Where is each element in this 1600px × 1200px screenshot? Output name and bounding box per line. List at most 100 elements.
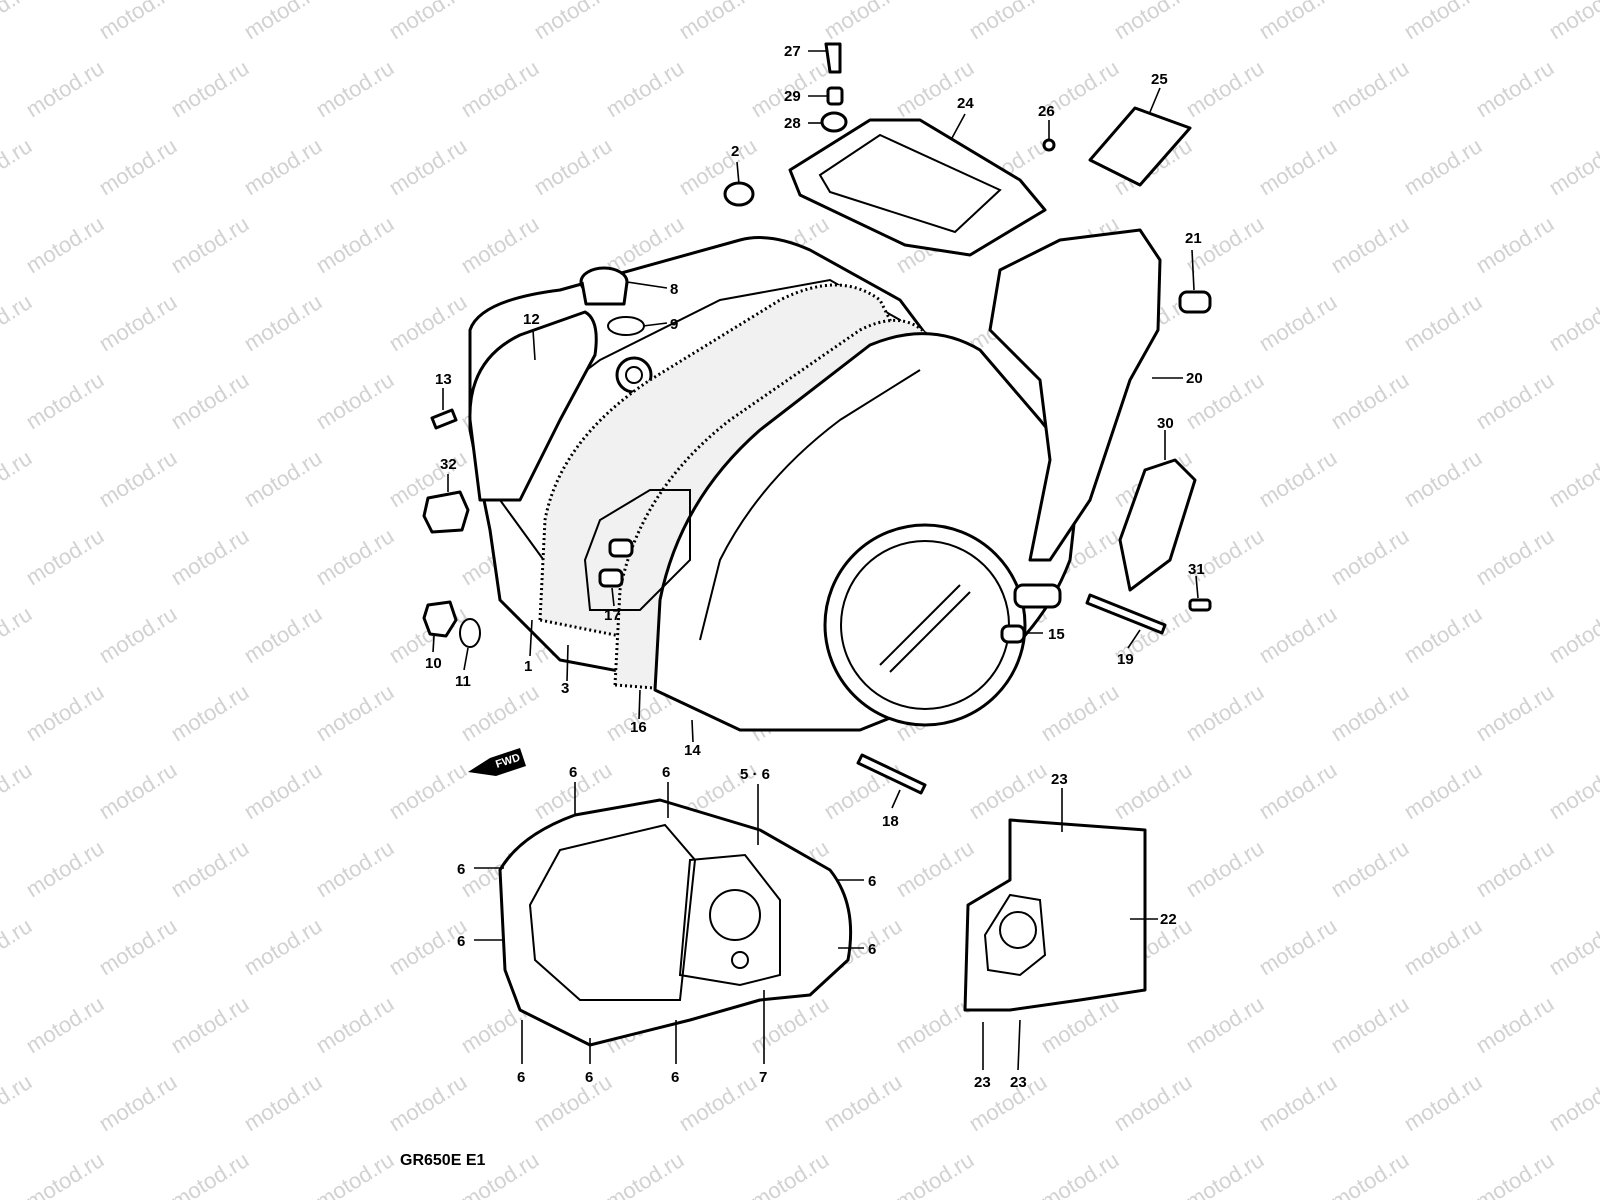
watermark-text: motod.ru <box>166 991 253 1058</box>
watermark-text: motod.ru <box>1181 679 1268 746</box>
watermark-text: motod.ru <box>1399 133 1486 200</box>
watermark-text: motod.ru <box>674 0 761 44</box>
callout-6-left-upper: 6 <box>457 861 465 878</box>
callout-32: 32 <box>440 456 457 473</box>
watermark-text: motod.ru <box>529 0 616 44</box>
callout-30: 30 <box>1157 415 1174 432</box>
callout-16: 16 <box>630 719 647 736</box>
watermark-text: motod.ru <box>819 0 906 44</box>
watermark-text: motod.ru <box>0 1069 36 1136</box>
callout-29: 29 <box>784 88 801 105</box>
watermark-text: motod.ru <box>94 0 181 44</box>
watermark-text: motod.ru <box>1399 601 1486 668</box>
callout-23-top: 23 <box>1051 771 1068 788</box>
watermark-text: motod.ru <box>311 679 398 746</box>
callout-5-6: 5 · 6 <box>740 766 770 783</box>
callout-6-right-upper: 6 <box>868 873 876 890</box>
watermark-text: motod.ru <box>384 1069 471 1136</box>
generator-cover-round <box>823 523 1027 727</box>
watermark-text: motod.ru <box>311 1147 398 1200</box>
callout-3: 3 <box>561 680 569 697</box>
watermark-text: motod.ru <box>1326 367 1413 434</box>
bolt-part-13 <box>430 408 458 430</box>
watermark-text: motod.ru <box>1544 133 1600 200</box>
callout-8: 8 <box>670 281 678 298</box>
washer-part-11 <box>459 618 481 648</box>
watermark-text: motod.ru <box>166 523 253 590</box>
plug-part-2 <box>723 181 755 207</box>
callout-13: 13 <box>435 371 452 388</box>
watermark-text: motod.ru <box>891 1147 978 1200</box>
watermark-text: motod.ru <box>0 0 36 44</box>
watermark-text: motod.ru <box>529 1069 616 1136</box>
filler-boss-hole <box>625 366 643 384</box>
watermark-text: motod.ru <box>239 133 326 200</box>
dowel-part-21 <box>1178 290 1212 314</box>
callout-23-bottom-right: 23 <box>1010 1074 1027 1091</box>
watermark-text: motod.ru <box>601 1147 688 1200</box>
callout-15: 15 <box>1048 626 1065 643</box>
callout-6-bottom-1: 6 <box>517 1069 525 1086</box>
callout-23-bottom-left: 23 <box>974 1074 991 1091</box>
dowel-pin-part-17-b <box>598 568 624 588</box>
dowel-pin-part-17-a <box>608 538 634 558</box>
watermark-text: motod.ru <box>0 601 36 668</box>
watermark-text: motod.ru <box>1326 211 1413 278</box>
watermark-text: motod.ru <box>21 835 108 902</box>
watermark-text: motod.ru <box>456 211 543 278</box>
watermark-text: motod.ru <box>1544 289 1600 356</box>
long-bolt-part-18 <box>856 753 927 795</box>
watermark-text: motod.ru <box>746 1147 833 1200</box>
callout-11: 11 <box>455 673 471 690</box>
switch-part-32 <box>422 490 470 534</box>
watermark-text: motod.ru <box>1254 757 1341 824</box>
watermark-text: motod.ru <box>1181 835 1268 902</box>
watermark-text: motod.ru <box>1181 1147 1268 1200</box>
watermark-text: motod.ru <box>311 523 398 590</box>
watermark-text: motod.ru <box>891 835 978 902</box>
watermark-text: motod.ru <box>1254 601 1341 668</box>
bolt-part-27 <box>824 42 842 74</box>
callout-labels: 27 29 28 2 24 26 25 8 9 12 21 20 13 30 3… <box>425 43 1205 1091</box>
watermark-text: motod.ru <box>311 55 398 122</box>
forward-arrow: FWD <box>468 748 526 776</box>
callout-10: 10 <box>425 655 442 672</box>
watermark-text: motod.ru <box>456 55 543 122</box>
watermark-text: motod.ru <box>311 367 398 434</box>
long-bolt-part-19 <box>1085 593 1167 635</box>
collar-part-29 <box>826 86 844 106</box>
watermark-text: motod.ru <box>239 913 326 980</box>
watermark-text: motod.ru <box>1399 757 1486 824</box>
callout-6-top-left: 6 <box>569 764 577 781</box>
watermark-text: motod.ru <box>166 1147 253 1200</box>
sprocket-inner-cover <box>963 818 1147 1012</box>
watermark-text: motod.ru <box>239 1069 326 1136</box>
callout-14: 14 <box>684 742 701 759</box>
watermark-text: motod.ru <box>1471 55 1558 122</box>
watermark-text: motod.ru <box>311 211 398 278</box>
callout-28: 28 <box>784 115 801 132</box>
collar-part <box>1013 583 1062 609</box>
watermark-text: motod.ru <box>891 55 978 122</box>
watermark-text: motod.ru <box>166 211 253 278</box>
watermark-text: motod.ru <box>384 0 471 44</box>
watermark-text: motod.ru <box>1544 913 1600 980</box>
watermark-text: motod.ru <box>1471 1147 1558 1200</box>
watermark-text: motod.ru <box>384 757 471 824</box>
watermark-text: motod.ru <box>964 0 1051 44</box>
screw-part-31 <box>1188 598 1212 612</box>
watermark-text: motod.ru <box>21 679 108 746</box>
callout-6-left-lower: 6 <box>457 933 465 950</box>
clutch-cover-gasket-inner <box>528 823 697 1001</box>
watermark-text: motod.ru <box>94 445 181 512</box>
watermark-text: motod.ru <box>0 445 36 512</box>
side-cover-part-12 <box>468 310 598 502</box>
watermark-text: motod.ru <box>1254 913 1341 980</box>
callout-17: 17 <box>604 607 621 624</box>
watermark-text: motod.ru <box>1471 835 1558 902</box>
watermark-text: motod.ru <box>21 1147 108 1200</box>
cap-part-25 <box>1088 106 1192 187</box>
clutch-cover-hole <box>709 889 761 941</box>
generator-cover-lettering <box>879 584 961 666</box>
callout-6-bottom-3: 6 <box>671 1069 679 1086</box>
